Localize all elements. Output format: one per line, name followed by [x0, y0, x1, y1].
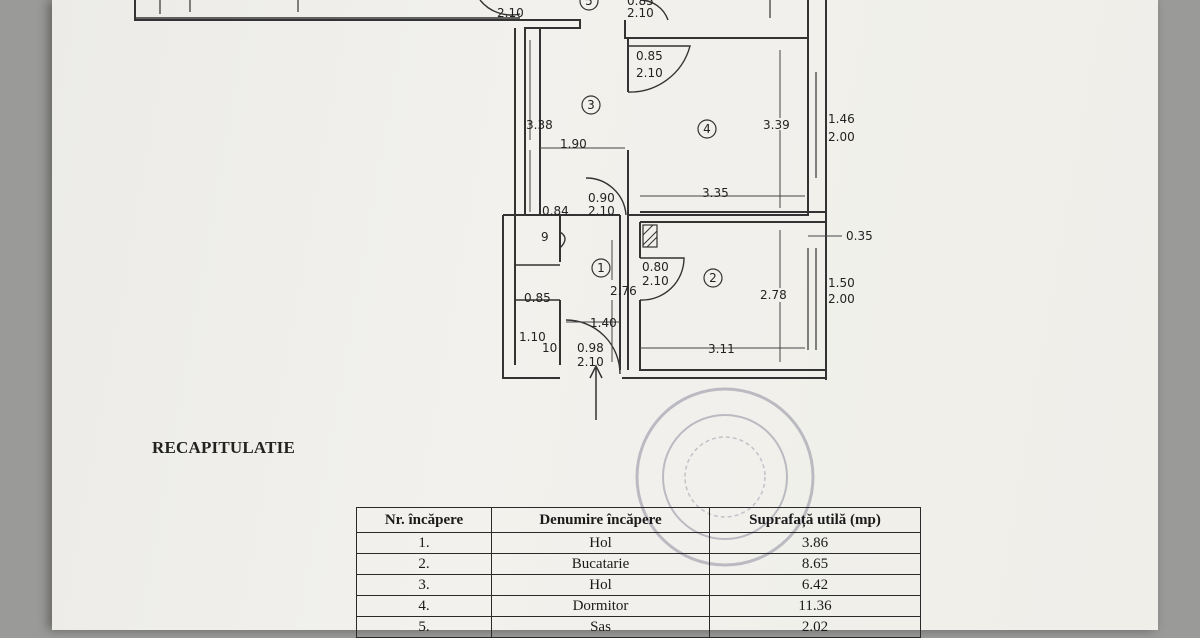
cell-number: 1.	[356, 532, 492, 554]
cell-number: 2.	[356, 553, 492, 575]
room-number-4: 4	[703, 122, 711, 136]
table-row: 2. Bucatarie 8.65	[356, 553, 921, 575]
cell-area: 8.65	[709, 553, 921, 575]
dim-label: 2.76	[610, 284, 637, 298]
dim-label: 2.00	[828, 292, 855, 306]
dim-label: 3.38	[526, 118, 553, 132]
dim-label: 2.10	[577, 355, 604, 369]
col-header-name: Denumire încăpere	[491, 507, 710, 533]
dim-label: 2.10	[588, 204, 615, 218]
dim-label: 1.40	[590, 316, 617, 330]
table-row: 1. Hol 3.86	[356, 532, 921, 554]
room-number-3: 3	[587, 98, 595, 112]
dim-label: 1.50	[828, 276, 855, 290]
cell-name: Dormitor	[491, 595, 710, 617]
dim-label: 0.85	[627, 0, 654, 8]
dim-label: 2.10	[497, 6, 524, 20]
cell-number: 5.	[356, 616, 492, 638]
table-row: 3. Hol 6.42	[356, 574, 921, 596]
dim-label: 3.39	[763, 118, 790, 132]
dim-label: 2.10	[636, 66, 663, 80]
dim-label: 2.00	[828, 130, 855, 144]
dim-label: 0.85	[524, 291, 551, 305]
cell-number: 3.	[356, 574, 492, 596]
summary-table: Nr. încăpere Denumire încăpere Suprafață…	[356, 507, 921, 638]
dim-label: 0.90	[588, 191, 615, 205]
dim-label: 2.10	[627, 6, 654, 20]
room-number-5: 5	[585, 0, 593, 8]
col-header-area: Suprafață utilă (mp)	[709, 507, 921, 533]
dim-label: 0.35	[846, 229, 873, 243]
dim-label: 2.78	[760, 288, 787, 302]
dim-label: 0.85	[636, 49, 663, 63]
room-number-1: 1	[597, 261, 605, 275]
dim-label: 1.10	[519, 330, 546, 344]
cell-name: Hol	[491, 574, 710, 596]
room-number-2: 2	[709, 271, 717, 285]
dim-label: 0.84	[542, 204, 569, 218]
document-page: 3 4 1 2 5 2.10 0.85 2.10 0.85 2.10 3.38 …	[52, 0, 1158, 638]
dim-label: 10	[542, 341, 557, 355]
cell-name: Hol	[491, 532, 710, 554]
recap-heading: RECAPITULATIE	[152, 438, 296, 457]
cell-name: Sas	[491, 616, 710, 638]
table-header-row: Nr. încăpere Denumire încăpere Suprafață…	[356, 507, 921, 533]
table-row: 5. Sas 2.02	[356, 616, 921, 638]
cell-area: 2.02	[709, 616, 921, 638]
dim-label: 0.98	[577, 341, 604, 355]
dim-label: 3.11	[708, 342, 735, 356]
dim-label: 2.10	[642, 274, 669, 288]
col-header-number: Nr. încăpere	[356, 507, 492, 533]
dim-label: 3.35	[702, 186, 729, 200]
cell-area: 3.86	[709, 532, 921, 554]
cell-name: Bucatarie	[491, 553, 710, 575]
dim-label: 1.46	[828, 112, 855, 126]
dim-label: 9	[541, 230, 549, 244]
cell-number: 4.	[356, 595, 492, 617]
cell-area: 11.36	[709, 595, 921, 617]
cell-area: 6.42	[709, 574, 921, 596]
dim-label: 0.80	[642, 260, 669, 274]
table-row: 4. Dormitor 11.36	[356, 595, 921, 617]
floor-plan: 3 4 1 2 5 2.10 0.85 2.10 0.85 2.10 3.38 …	[134, 0, 873, 420]
dim-label: 1.90	[560, 137, 587, 151]
